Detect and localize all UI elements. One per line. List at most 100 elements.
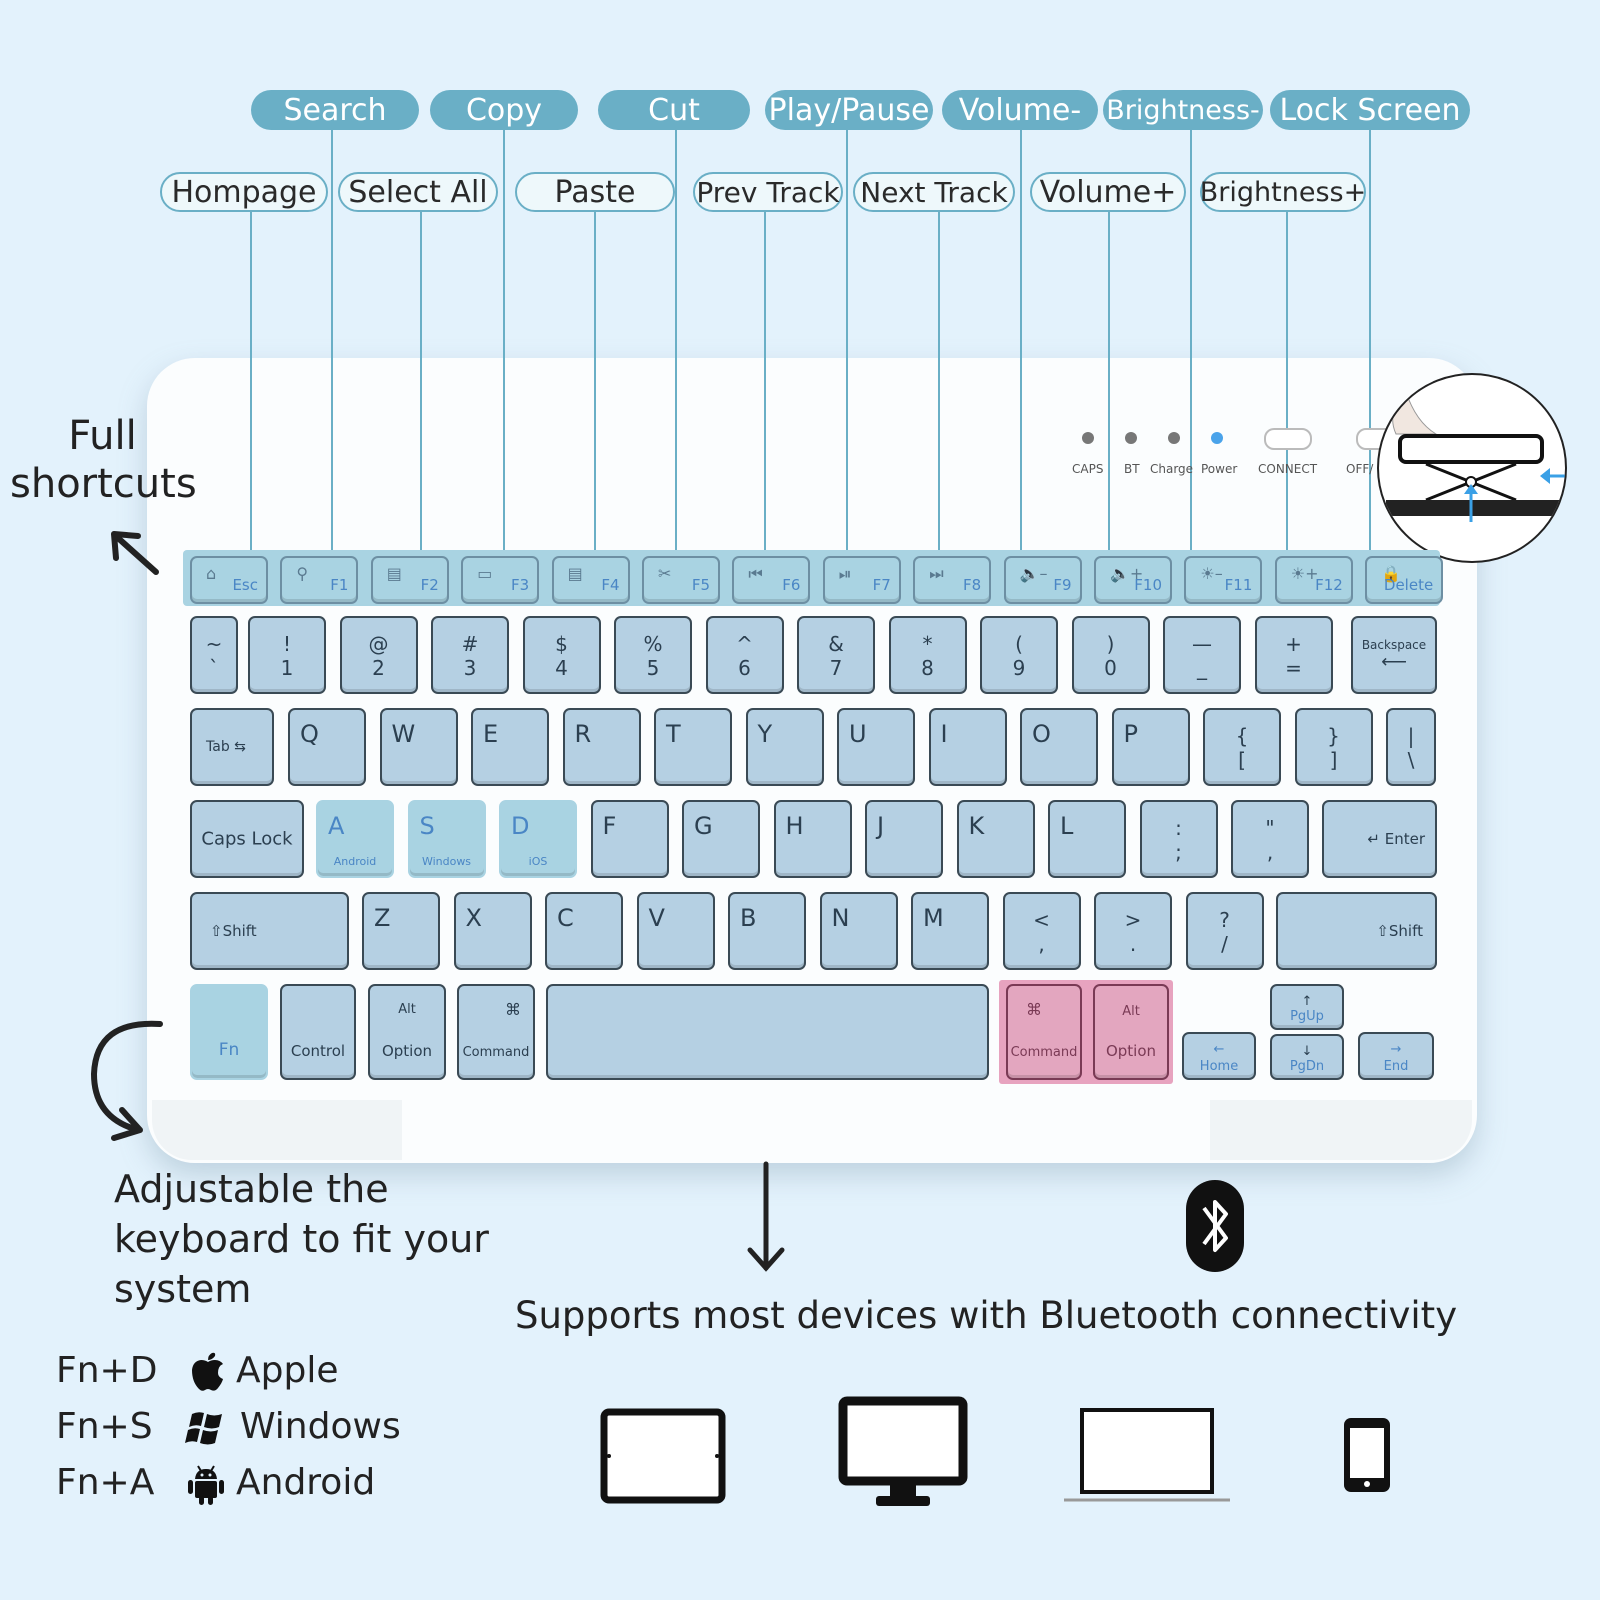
fn-key-icon: 🔈+ — [1110, 564, 1144, 583]
key-caps-lock[interactable]: Caps Lock — [190, 800, 304, 878]
key-b[interactable]: B — [728, 892, 806, 970]
charge-led — [1168, 432, 1180, 444]
key-bracket-1[interactable]: }] — [1294, 708, 1373, 786]
leader-line — [1190, 130, 1192, 550]
key-control[interactable]: Control — [280, 984, 356, 1080]
key-c[interactable]: C — [545, 892, 623, 970]
key-f5[interactable]: ✂F5 — [642, 556, 720, 604]
key-shift-right[interactable]: ⇧Shift — [1276, 892, 1437, 970]
backspace-arrow-icon: ⟵ — [1381, 651, 1407, 673]
key-enter[interactable]: ↵ Enter — [1322, 800, 1437, 878]
key-num-=[interactable]: += — [1254, 616, 1333, 694]
key-num-8[interactable]: *8 — [888, 616, 967, 694]
key-primary-symbol: / — [1221, 932, 1228, 956]
key-space[interactable] — [546, 984, 989, 1080]
key-home[interactable]: ← Home — [1182, 1032, 1256, 1080]
arrow-up-left-icon — [111, 531, 159, 575]
key-x[interactable]: X — [453, 892, 532, 970]
key-punct-z2[interactable]: ?/ — [1185, 892, 1264, 970]
key-num-2[interactable]: @2 — [339, 616, 418, 694]
full-shortcuts-label: Full shortcuts — [10, 412, 197, 508]
key-j[interactable]: J — [865, 800, 943, 878]
key-f[interactable]: F — [590, 800, 669, 878]
key-backspace[interactable]: Backspace ⟵ — [1351, 616, 1437, 694]
key-punct-z1[interactable]: >. — [1094, 892, 1172, 970]
key-num-`[interactable]: ~` — [190, 616, 238, 694]
fn-key-icon: ▭ — [477, 564, 493, 583]
key-f2[interactable]: ▤F2 — [370, 556, 449, 604]
key-n[interactable]: N — [819, 892, 898, 970]
key-z[interactable]: Z — [362, 892, 440, 970]
key-pgdn[interactable]: ↓ PgDn — [1270, 1034, 1344, 1080]
key-end[interactable]: → End — [1358, 1032, 1434, 1080]
key-esc[interactable]: ⌂Esc — [190, 556, 268, 604]
key-letter: T — [666, 720, 681, 748]
key-f4[interactable]: ▤F4 — [551, 556, 630, 604]
key-f10[interactable]: 🔈+F10 — [1094, 556, 1172, 604]
key-p[interactable]: P — [1111, 708, 1190, 786]
key-f3[interactable]: ▭ F3 — [461, 556, 540, 604]
key-letter: A — [328, 812, 345, 840]
key-punct-z0[interactable]: <, — [1002, 892, 1081, 970]
key-num-_[interactable]: —_ — [1163, 616, 1241, 694]
key-f11[interactable]: ☀–F11 — [1184, 556, 1263, 604]
option-label: Option — [1105, 1042, 1157, 1060]
key-t[interactable]: T — [654, 708, 732, 786]
key-pgup[interactable]: ↑ PgUp — [1270, 984, 1344, 1030]
key-num-7[interactable]: &7 — [797, 616, 875, 694]
key-tab[interactable]: Tab ⇆ — [190, 708, 274, 786]
key-num-1[interactable]: !1 — [248, 616, 326, 694]
key-r[interactable]: R — [562, 708, 641, 786]
charge-indicator-label: Charge — [1150, 462, 1194, 476]
key-e[interactable]: E — [471, 708, 549, 786]
key-num-4[interactable]: $4 — [522, 616, 601, 694]
key-bracket-0[interactable]: {[ — [1203, 708, 1281, 786]
key-command-right[interactable]: ⌘ Command — [1006, 984, 1082, 1080]
key-h[interactable]: H — [773, 800, 852, 878]
key-alt-option-left[interactable]: Alt Option — [368, 984, 446, 1080]
key-f6[interactable]: ⏮F6 — [732, 556, 811, 604]
key-num-6[interactable]: ^6 — [705, 616, 784, 694]
key-f9[interactable]: 🔈–F9 — [1003, 556, 1082, 604]
key-v[interactable]: V — [636, 892, 715, 970]
key-primary-symbol: 5 — [646, 656, 660, 680]
monitor-icon — [838, 1396, 968, 1506]
key-punct-1[interactable]: ", — [1231, 800, 1309, 878]
connect-switch[interactable] — [1264, 428, 1312, 450]
key-f7[interactable]: ⏯F7 — [822, 556, 901, 604]
key-letter: P — [1123, 720, 1138, 748]
key-punct-0[interactable]: :; — [1139, 800, 1218, 878]
key-g[interactable]: G — [682, 800, 760, 878]
key-shift-left[interactable]: ⇧Shift — [190, 892, 349, 970]
key-num-9[interactable]: (9 — [980, 616, 1058, 694]
key-w[interactable]: W — [379, 708, 458, 786]
caps-lock-label: Caps Lock — [201, 828, 293, 850]
key-f8[interactable]: ⏭F8 — [913, 556, 992, 604]
key-o[interactable]: O — [1020, 708, 1098, 786]
key-i[interactable]: I — [928, 708, 1007, 786]
key-delete[interactable]: 🔒Delete — [1365, 556, 1444, 604]
key-num-5[interactable]: %5 — [614, 616, 692, 694]
caps-indicator-label: CAPS — [1072, 462, 1104, 476]
key-fn[interactable]: Fn — [190, 984, 268, 1080]
key-command-left[interactable]: ⌘ Command — [457, 984, 535, 1080]
key-f12[interactable]: ☀+F12 — [1274, 556, 1353, 604]
key-k[interactable]: K — [956, 800, 1035, 878]
key-primary-symbol: 4 — [555, 656, 568, 680]
key-y[interactable]: Y — [745, 708, 824, 786]
key-u[interactable]: U — [837, 708, 915, 786]
key-option-right[interactable]: Alt Option — [1093, 984, 1169, 1080]
key-l[interactable]: L — [1048, 800, 1126, 878]
key-num-3[interactable]: #3 — [431, 616, 509, 694]
key-m[interactable]: M — [911, 892, 989, 970]
key-f1[interactable]: ⚲F1 — [280, 556, 359, 604]
fn-key-label: F3 — [511, 576, 530, 594]
key-num-0[interactable]: )0 — [1071, 616, 1150, 694]
key-letter: V — [648, 904, 665, 932]
key-bracket-2[interactable]: |\ — [1386, 708, 1436, 786]
key-q[interactable]: Q — [288, 708, 366, 786]
bluetooth-icon — [1186, 1180, 1244, 1272]
